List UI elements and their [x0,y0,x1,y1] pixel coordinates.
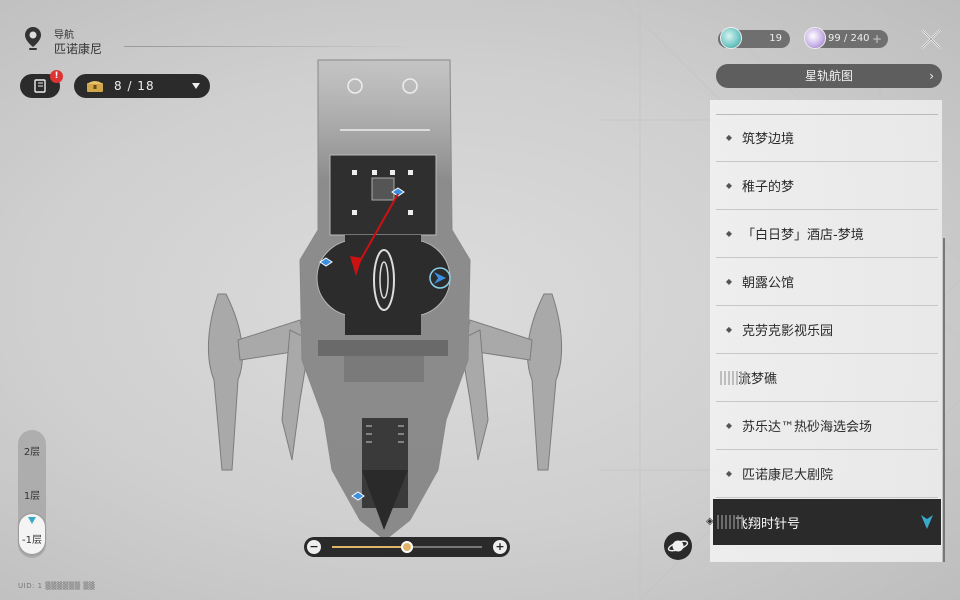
list-item-label: 筑梦边境 [742,132,795,147]
planet-button[interactable] [664,532,692,560]
list-item-label: 匹诺康尼大剧院 [742,468,834,483]
list-scrollbar[interactable] [943,238,945,562]
navigation-header: 导航 匹诺康尼 [24,24,424,56]
current-location: 匹诺康尼 [54,42,103,56]
current-location-marker-icon [921,515,933,529]
zoom-handle[interactable] [401,541,413,553]
map-view[interactable] [200,58,570,544]
floor-1-button[interactable]: 1层 [23,491,41,502]
bullet-icon: ◆ [725,277,733,286]
bullet-icon: ◆ [725,133,733,142]
chest-filter-dropdown[interactable]: 8 / 18 [74,74,210,98]
list-item-label: 苏乐达™热砂海选会场 [742,420,873,435]
list-item[interactable]: ◆ 克劳克影视乐园 [716,306,938,354]
resource-1-value: 19 [769,33,782,44]
list-item[interactable]: ◆ 筑梦边境 [716,114,938,162]
list-item-label: 「白日梦」酒店-梦境 [742,228,864,243]
bullet-icon: ◆ [725,181,733,190]
space-anchor-icon [351,491,365,501]
player-direction-icon [350,193,399,276]
nav-label: 导航 [54,30,74,41]
list-item[interactable]: ◆ 稚子的梦 [716,162,938,210]
list-item-selected[interactable]: 飞翔时针号 [712,498,942,546]
zoom-in-button[interactable]: + [493,540,507,554]
quest-book-icon [34,79,46,93]
notification-badge: ! [50,70,63,83]
floor-2-button[interactable]: 2层 [23,447,41,458]
divider [124,46,424,47]
list-item[interactable]: ◆ 朝露公馆 [716,258,938,306]
star-rail-map-label: 星轨航图 [804,69,853,83]
divider [716,114,938,115]
top-section [340,78,430,131]
bullet-icon: ◆ [725,229,733,238]
treasure-chest-icon [87,81,103,92]
list-item-label: 飞翔时针号 [735,516,801,532]
list-item[interactable]: 流梦礁 [716,354,938,402]
current-floor-marker-icon [28,517,36,524]
resource-2-value: 99 / 240 [828,33,870,44]
space-anchor-icon [319,257,333,267]
selection-indicator-icon: ◈ [706,516,714,527]
chest-count: 8 / 18 [114,79,155,93]
zoom-slider[interactable]: − + [304,537,510,557]
right-wing [459,293,563,471]
waypoint-marker-icon [429,267,451,289]
left-wing [207,293,311,471]
resource-counter-2[interactable]: 99 / 240 + [806,30,888,48]
zoom-fill [332,546,407,548]
close-icon[interactable] [920,28,942,50]
zoom-track[interactable] [332,541,482,553]
trailblaze-fuel-icon [720,27,742,49]
progress-bars-icon [720,370,746,385]
chevron-right-icon: › [929,69,934,83]
list-item-label: 朝露公馆 [742,276,795,291]
list-item-label: 流梦礁 [738,372,778,387]
list-item[interactable]: ◆ 苏乐达™热砂海选会场 [716,402,938,450]
list-item[interactable]: ◆ 匹诺康尼大剧院 [716,450,938,498]
bullet-icon: ◆ [725,469,733,478]
location-pin-icon [25,27,41,50]
chevron-down-icon [192,83,200,89]
trailblaze-power-icon [804,27,826,49]
uid-label: UID: 1 ▒▒▒▒▒▒ ▒▒ [18,582,96,590]
progress-bars-icon [717,515,743,529]
zoom-out-button[interactable]: − [307,540,321,554]
room-markers [352,170,413,215]
list-item-label: 稚子的梦 [742,180,795,195]
star-rail-map-button[interactable]: 星轨航图 › [716,64,942,88]
list-item[interactable]: ◆ 「白日梦」酒店-梦境 [716,210,938,258]
location-list-panel [710,100,942,562]
planet-icon [667,540,689,552]
list-item-label: 克劳克影视乐园 [742,324,834,339]
add-resource-icon[interactable]: + [871,32,882,46]
bullet-icon: ◆ [725,421,733,430]
bullet-icon: ◆ [725,325,733,334]
